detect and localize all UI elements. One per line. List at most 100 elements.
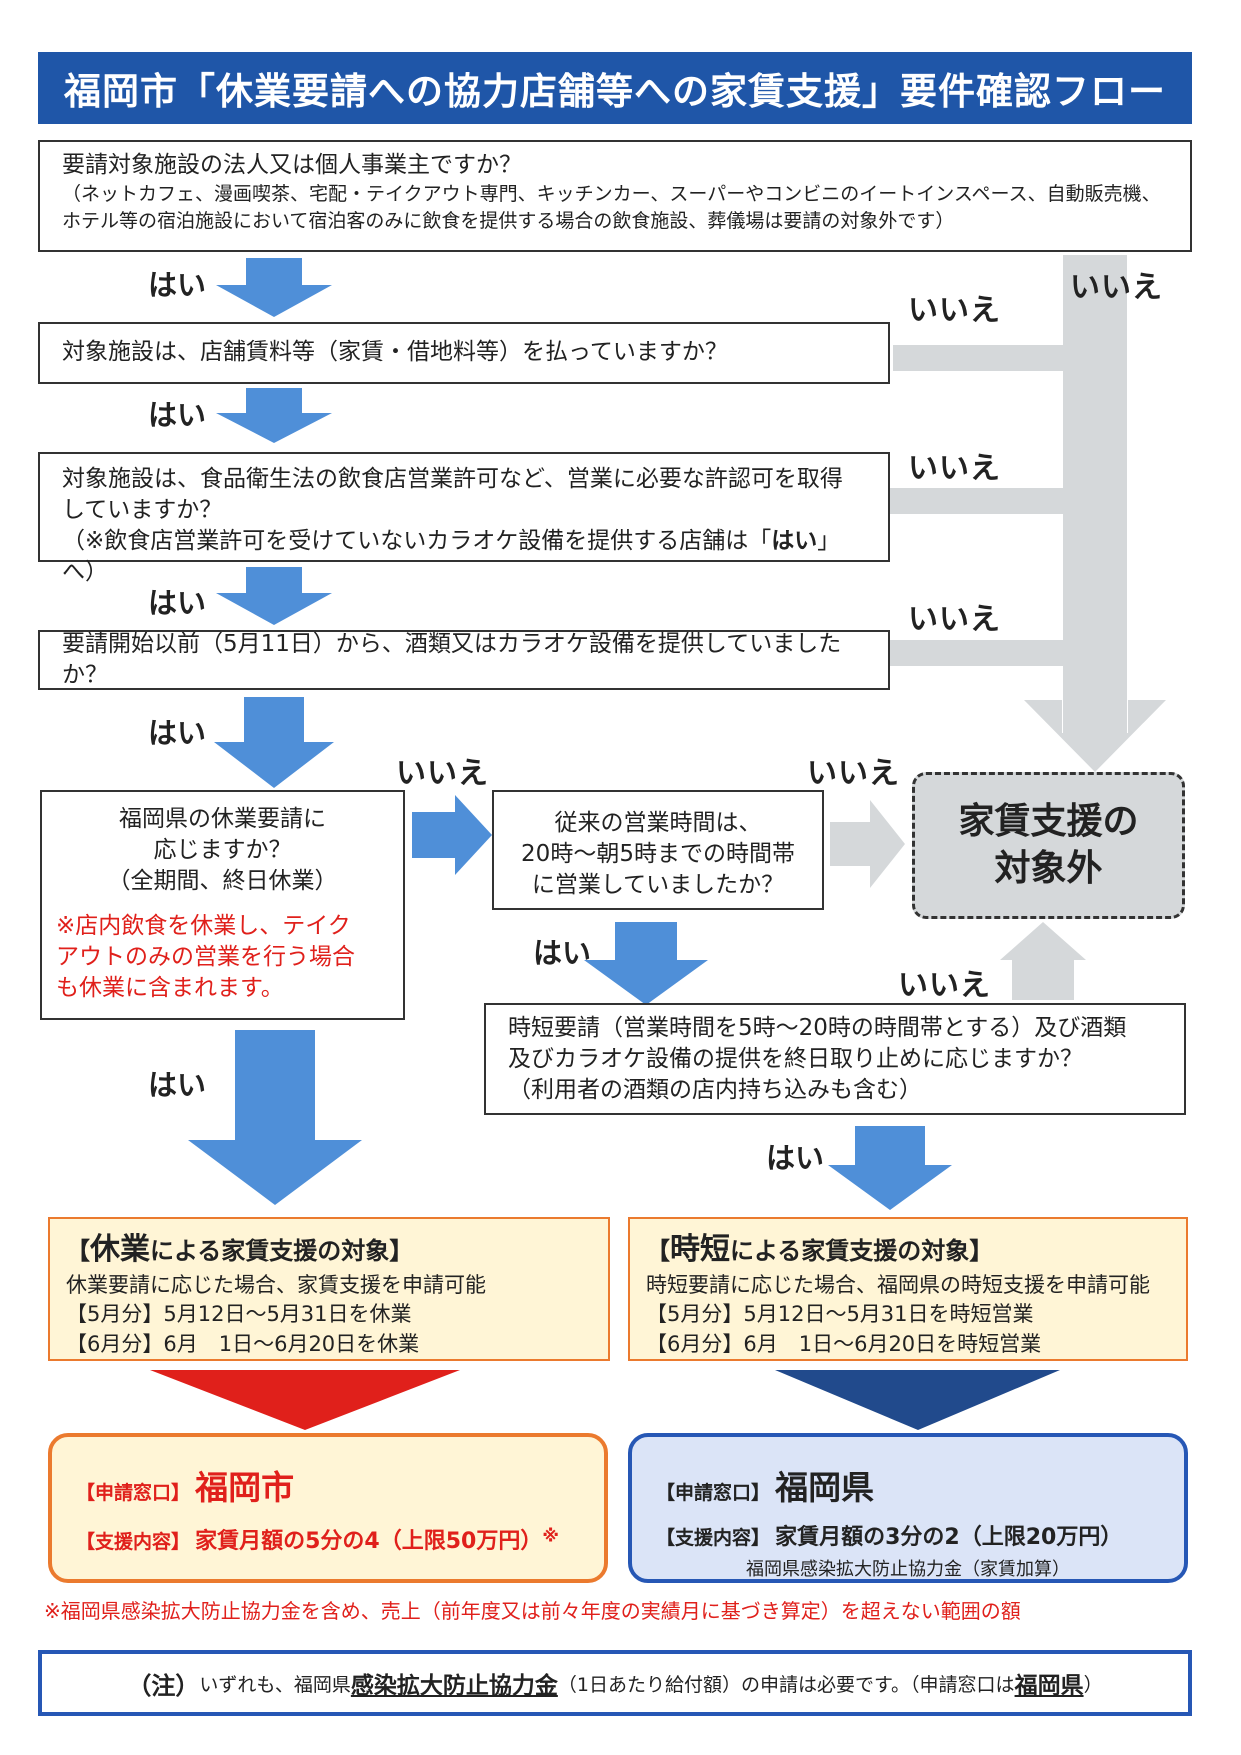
question-4-box: 要請開始以前（5月11日）から、酒類又はカラオケ設備を提供していましたか？ <box>38 630 890 690</box>
question-6-box: 従来の営業時間は、 20時～朝5時までの時間帯 に営業していましたか？ <box>492 790 824 910</box>
no-branch-q3 <box>883 488 1073 514</box>
no-arrow-q5-shaft <box>412 812 457 858</box>
yes-label-4: はい <box>148 716 207 750</box>
question-3-line-2: していますか？ <box>62 497 223 524</box>
result-short-heading: 【時短による家賃支援の対象】 <box>646 1229 1170 1271</box>
question-4-text: 要請開始以前（5月11日）から、酒類又はカラオケ設備を提供していましたか？ <box>62 630 842 688</box>
window-city-row-1: 【申請窓口】 福岡市 <box>76 1461 580 1509</box>
yes-label-3: はい <box>148 586 207 620</box>
yes-arrow-q6 <box>584 922 708 1005</box>
yes-arrow-1 <box>216 258 332 317</box>
no-trunk-arrow-head <box>1024 700 1166 772</box>
question-5-line-3: （全期間、終日休業） <box>107 868 338 895</box>
window-pref-label-1: 【申請窓口】 <box>656 1482 771 1504</box>
question-3-note-pre: （※飲食店営業許可を受けていないカラオケ設備を提供する店舗は「 <box>62 528 772 555</box>
result-closure-line-3: 【6月分】6月 1日～6月20日を休業 <box>66 1331 420 1356</box>
result-closure-heading: 【休業による家賃支援の対象】 <box>66 1229 592 1271</box>
notice-box: （注）いずれも、福岡県感染拡大防止協力金（1日あたり給付額）の申請は必要です。（… <box>38 1650 1192 1716</box>
question-2-text: 対象施設は、店舗賃料等（家賃・借地料等）を払っていますか？ <box>62 339 728 366</box>
no-arrow-q6-head <box>870 800 905 888</box>
window-pref-sub: 福岡県感染拡大防止協力金（家賃加算） <box>746 1559 1070 1580</box>
result-closure-line-2: 【5月分】5月12日～5月31日を休業 <box>66 1302 412 1327</box>
window-city-value-2: 家賃月額の5分の4（上限50万円） <box>195 1529 543 1554</box>
no-branch-q4 <box>883 640 1073 666</box>
no-arrow-q7-shaft <box>1012 958 1074 1000</box>
window-city-label-2: 【支援内容】 <box>76 1531 191 1553</box>
navy-down-triangle <box>775 1370 1060 1430</box>
yes-label-q6: はい <box>533 936 592 970</box>
notice-part-1: いずれも、福岡県 <box>199 1673 351 1696</box>
window-pref-label-2: 【支援内容】 <box>656 1527 771 1549</box>
yes-arrow-4 <box>214 697 334 788</box>
window-pref-row-1: 【申請窓口】 福岡県 <box>656 1461 1160 1509</box>
question-5-box: 福岡県の休業要請に 応じますか？ （全期間、終日休業） ※店内飲食を休業し、テイ… <box>40 790 405 1020</box>
no-label-q2: いいえ <box>908 293 1001 328</box>
result-short-line-1: 時短要請に応じた場合、福岡県の時短支援を申請可能 <box>646 1273 1150 1297</box>
question-3-note-post: 」へ） <box>62 528 841 586</box>
no-branch-q2 <box>893 345 1073 371</box>
result-short-line-2: 【5月分】5月12日～5月31日を時短営業 <box>646 1302 1034 1327</box>
result-short-line-3: 【6月分】6月 1日～6月20日を時短営業 <box>646 1331 1042 1356</box>
notice-emphasis: 感染拡大防止協力金 <box>350 1673 558 1699</box>
page-title: 福岡市「休業要請への協力店舗等への家賃支援」要件確認フロー <box>38 52 1192 124</box>
question-6-line-1: 従来の営業時間は、 <box>554 810 762 836</box>
result-closure-head-open: 【 <box>66 1237 90 1265</box>
notice-part-3: ） <box>1083 1673 1103 1696</box>
window-pref-value-2: 家賃月額の3分の2（上限20万円） <box>775 1525 1123 1550</box>
result-closure-line-1: 休業要請に応じた場合、家賃支援を申請可能 <box>66 1273 486 1297</box>
excluded-line-1: 家賃支援の <box>958 800 1139 842</box>
yes-label-q5: はい <box>148 1068 207 1102</box>
no-arrow-q7-head <box>1000 922 1086 960</box>
no-label-q3: いいえ <box>908 451 1001 486</box>
question-7-box: 時短要請（営業時間を5時～20時の時間帯とする）及び酒類 及びカラオケ設備の提供… <box>484 1003 1186 1115</box>
question-3-line-1: 対象施設は、食品衛生法の飲食店営業許可など、営業に必要な許認可を取得 <box>62 466 843 492</box>
question-5-line-1: 福岡県の休業要請に <box>119 806 326 832</box>
question-3-box: 対象施設は、食品衛生法の飲食店営業許可など、営業に必要な許認可を取得 しています… <box>38 452 890 585</box>
window-city-box: 【申請窓口】 福岡市 【支援内容】 家賃月額の5分の4（上限50万円）※ <box>48 1433 608 1583</box>
question-7-line-1: 時短要請（営業時間を5時～20時の時間帯とする）及び酒類 <box>508 1015 1127 1041</box>
question-1-note-2: ホテル等の宿泊施設において宿泊客のみに飲食を提供する場合の飲食施設、葬儀場は要請… <box>62 209 955 232</box>
window-pref-box: 【申請窓口】 福岡県 【支援内容】 家賃月額の3分の2（上限20万円） 福岡県感… <box>628 1433 1188 1583</box>
window-city-row-2: 【支援内容】 家賃月額の5分の4（上限50万円）※ <box>76 1523 580 1555</box>
result-short-head-open: 【 <box>646 1237 670 1265</box>
yes-label-q7: はい <box>766 1141 825 1175</box>
yes-label-1: はい <box>148 268 207 302</box>
result-short-box: 【時短による家賃支援の対象】 時短要請に応じた場合、福岡県の時短支援を申請可能 … <box>628 1217 1188 1361</box>
no-label-q5: いいえ <box>396 756 489 791</box>
yes-arrow-3 <box>216 567 332 625</box>
no-label-q7: いいえ <box>898 968 991 1003</box>
question-3-note-bold: はい <box>771 528 818 555</box>
no-arrow-q5-head <box>455 795 492 875</box>
result-short-head-rest: による家賃支援の対象】 <box>730 1237 994 1265</box>
no-label-q1: いいえ <box>1070 270 1163 305</box>
question-2-box: 対象施設は、店舗賃料等（家賃・借地料等）を払っていますか？ <box>38 322 890 384</box>
question-6-line-3: に営業していましたか？ <box>531 872 785 899</box>
question-6-line-2: 20時～朝5時までの時間帯 <box>521 841 795 868</box>
no-label-q4: いいえ <box>908 602 1001 637</box>
result-closure-box: 【休業による家賃支援の対象】 休業要請に応じた場合、家賃支援を申請可能 【5月分… <box>48 1217 610 1361</box>
question-5-note-2: アウトのみの営業を行う場合 <box>56 944 355 971</box>
yes-arrow-q7 <box>828 1126 952 1210</box>
question-5-note-3: も休業に含まれます。 <box>56 975 284 1002</box>
footnote: ※福岡県感染拡大防止協力金を含め、売上（前年度又は前々年度の実績月に基づき算定）… <box>44 1599 1021 1623</box>
question-5-note-1: ※店内飲食を休業し、テイク <box>56 913 351 940</box>
yes-arrow-q5 <box>188 1030 362 1205</box>
question-1-box: 要請対象施設の法人又は個人事業主ですか？ （ネットカフェ、漫画喫茶、宅配・テイク… <box>38 140 1192 252</box>
yes-arrow-2 <box>216 388 332 443</box>
result-closure-head-rest: による家賃支援の対象】 <box>150 1237 414 1265</box>
result-short-head-big: 時短 <box>670 1232 730 1267</box>
window-city-label-1: 【申請窓口】 <box>76 1482 191 1504</box>
question-1-text: 要請対象施設の法人又は個人事業主ですか？ <box>62 152 522 178</box>
excluded-box: 家賃支援の 対象外 <box>912 772 1185 919</box>
excluded-line-2: 対象外 <box>994 847 1103 889</box>
yes-label-2: はい <box>148 398 207 432</box>
window-pref-value-1: 福岡県 <box>775 1468 875 1507</box>
window-pref-row-2: 【支援内容】 家賃月額の3分の2（上限20万円） <box>656 1519 1160 1551</box>
question-3-line-3: （※飲食店営業許可を受けていないカラオケ設備を提供する店舗は「はい」へ） <box>62 526 866 588</box>
no-arrow-q6-shaft <box>830 822 872 866</box>
red-down-triangle <box>150 1370 460 1430</box>
question-5-line-2: 応じますか？ <box>153 837 292 864</box>
no-trunk-arrow-shaft <box>1063 255 1127 733</box>
notice-prefix: （注） <box>127 1671 200 1700</box>
